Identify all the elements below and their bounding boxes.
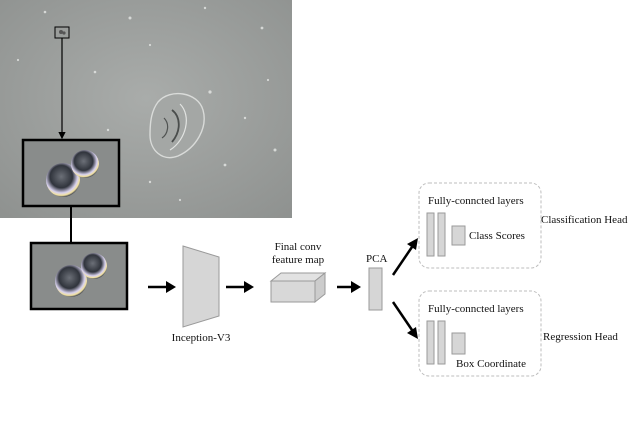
classification-fc-layer-1 bbox=[426, 212, 435, 257]
regression-output-node bbox=[451, 332, 466, 355]
classification-head-box bbox=[418, 182, 542, 269]
pipeline-arrows bbox=[148, 238, 418, 339]
microscope-image bbox=[0, 0, 292, 218]
regression-head-label: Regression Head bbox=[543, 331, 618, 343]
regression-fc-layer-2 bbox=[437, 320, 446, 365]
regression-fc-label: Fully-conncted layers bbox=[428, 303, 524, 315]
regression-fc-layer-1 bbox=[426, 320, 435, 365]
feature-map-block bbox=[269, 271, 327, 304]
zoom-inset-1 bbox=[21, 138, 121, 208]
regression-output-label: Box Coordinate bbox=[456, 358, 526, 370]
pca-block bbox=[368, 267, 383, 311]
feature-map-label: Final conv feature map bbox=[262, 241, 334, 267]
feature-map-label-line1: Final conv bbox=[274, 241, 322, 253]
classification-fc-layer-2 bbox=[437, 212, 446, 257]
classification-output-node bbox=[451, 225, 466, 246]
zoom-inset-2 bbox=[29, 241, 129, 311]
feature-map-label-line2: feature map bbox=[271, 254, 325, 266]
regression-head-box bbox=[418, 290, 542, 377]
epithelial-cell bbox=[149, 92, 205, 159]
classification-output-label: Class Scores bbox=[469, 230, 525, 242]
classification-fc-label: Fully-conncted layers bbox=[428, 195, 524, 207]
debris-specks bbox=[16, 6, 277, 202]
pca-label: PCA bbox=[366, 253, 388, 265]
inception-v3-block bbox=[182, 245, 220, 328]
backbone-label: Inception-V3 bbox=[171, 332, 231, 344]
classification-head-label: Classification Head bbox=[541, 214, 628, 226]
